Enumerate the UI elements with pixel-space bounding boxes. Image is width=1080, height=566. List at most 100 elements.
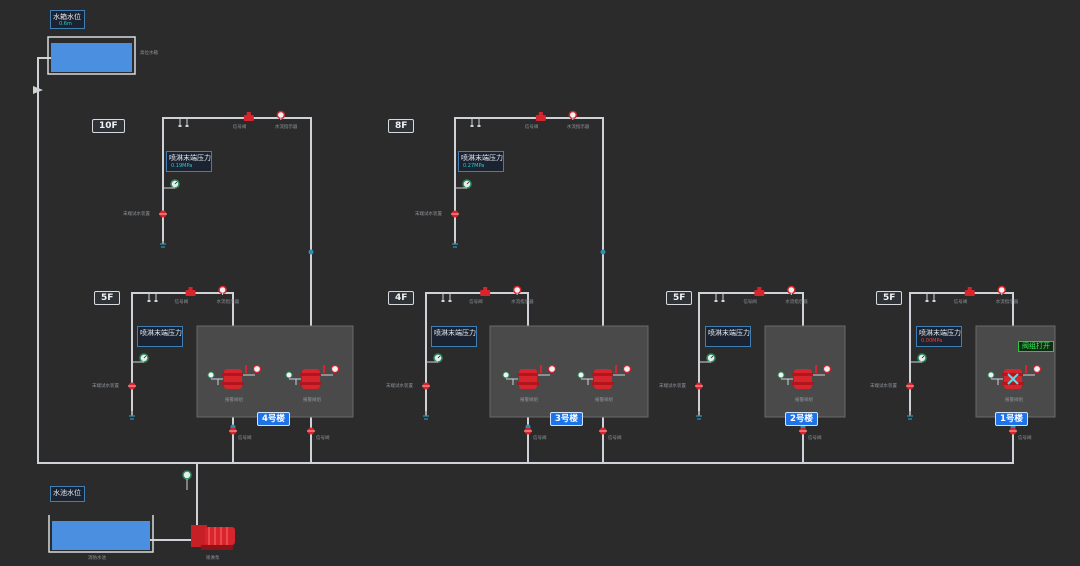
- flow-indicator-b4-5f[interactable]: [218, 285, 227, 296]
- end-test-valve-b2-5f[interactable]: [695, 382, 703, 390]
- end-test-valve-10f[interactable]: [159, 210, 167, 218]
- end-pressure-gauge-8f: [462, 179, 472, 189]
- sprinkler-head-b3-4f-b: [448, 294, 452, 302]
- alarm-valve-label-b2-a: 报警阀组: [795, 398, 813, 403]
- supply-signal-valve-b3-a[interactable]: [524, 427, 532, 435]
- signal-valve-8f[interactable]: [535, 112, 546, 121]
- building-badge-4[interactable]: 4号楼: [257, 412, 290, 426]
- signal-valve-label-b3-4f: 信号阀: [469, 300, 483, 305]
- pressure-title-10f: 喷淋末端压力: [169, 154, 211, 162]
- floor-tag-b1-5f: 5F: [876, 291, 903, 305]
- top-water-tank: [47, 36, 136, 75]
- bottom-water-pool: [48, 515, 154, 553]
- sprinkler-pump-icon[interactable]: [191, 525, 235, 550]
- sprinkler-head-b4-5f-a: [147, 294, 151, 302]
- flow-indicator-label-b1-5f: 水流指示器: [995, 300, 1019, 305]
- pressure-title-8f: 喷淋末端压力: [461, 154, 503, 162]
- drain-b4-5f: [129, 408, 135, 420]
- drain-8f: [452, 236, 458, 248]
- flow-indicator-label-b4-5f: 水流指示器: [216, 300, 240, 305]
- flow-indicator-b3-4f[interactable]: [512, 285, 522, 296]
- alarm-valve-b4-a[interactable]: [207, 364, 262, 389]
- pressure-value-8f: 0.27MPa: [463, 163, 485, 169]
- alarm-valve-b1-a[interactable]: [987, 364, 1042, 389]
- flow-indicator-8f[interactable]: [568, 110, 578, 121]
- flow-indicator-10f[interactable]: [276, 110, 286, 121]
- floor-tag-8f: 8F: [388, 119, 415, 133]
- end-pressure-gauge-b3-4f: [433, 353, 443, 363]
- pressure-title-b2-5f: 喷淋末端压力: [708, 329, 750, 337]
- top-tank-caption: 高位水箱: [140, 51, 158, 56]
- signal-valve-label-8f: 信号阀: [524, 125, 539, 130]
- supply-signal-valve-label-b2-a: 信号阀: [808, 436, 822, 441]
- signal-valve-10f[interactable]: [243, 112, 254, 121]
- flow-indicator-label-b3-4f: 水流指示器: [511, 300, 534, 305]
- supply-signal-valve-label-b1-a: 信号阀: [1018, 436, 1032, 441]
- sprinkler-head-8f-b: [477, 119, 481, 127]
- signal-valve-label-10f: 信号阀: [232, 125, 247, 130]
- bottom-tank-level-box: 水池水位: [50, 486, 85, 502]
- floor-tag-b3-4f: 4F: [388, 291, 415, 305]
- bottom-tank-caption: 消防水池: [88, 556, 106, 561]
- alarm-valve-b2-a[interactable]: [777, 364, 832, 389]
- pressure-title-b4-5f: 喷淋末端压力: [140, 329, 182, 337]
- building-badge-2[interactable]: 2号楼: [785, 412, 818, 426]
- check-valve-icon: [33, 86, 43, 94]
- supply-signal-valve-b4-b[interactable]: [307, 427, 315, 435]
- top-tank-level-box: 水箱水位 0.6m: [50, 10, 85, 29]
- end-test-valve-b4-5f[interactable]: [128, 382, 136, 390]
- sprinkler-head-10f-b: [185, 119, 189, 127]
- building-badge-3[interactable]: 3号楼: [550, 412, 583, 426]
- signal-valve-b1-5f[interactable]: [964, 287, 975, 296]
- supply-signal-valve-b4-a[interactable]: [229, 427, 237, 435]
- end-test-label-b1-5f: 末端试水装置: [870, 384, 897, 389]
- flow-indicator-label-10f: 水流指示器: [274, 125, 298, 130]
- supply-signal-valve-b1-a[interactable]: [1009, 427, 1017, 435]
- top-tank-level-value: 0.6m: [59, 21, 72, 27]
- signal-valve-b2-5f[interactable]: [754, 287, 765, 296]
- alarm-valve-label-b4-b: 报警阀组: [303, 398, 321, 403]
- signal-valve-label-b2-5f: 信号阀: [743, 300, 757, 305]
- valve-open-status-badge: 阀组打开: [1018, 341, 1054, 352]
- flow-indicator-b2-5f[interactable]: [787, 285, 796, 296]
- pressure-value-10f: 0.19MPa: [171, 163, 193, 169]
- alarm-valve-b3-b[interactable]: [577, 364, 632, 389]
- end-test-valve-b3-4f[interactable]: [422, 382, 430, 390]
- end-pressure-gauge-b2-5f: [706, 353, 716, 363]
- alarm-valve-b4-b[interactable]: [285, 364, 340, 389]
- building-badge-1[interactable]: 1号楼: [995, 412, 1028, 426]
- sprinkler-head-10f-a: [178, 119, 182, 127]
- floor-tag-10f: 10F: [92, 119, 125, 133]
- end-pressure-gauge-10f: [170, 179, 180, 189]
- sprinkler-head-b2-5f-a: [714, 294, 718, 302]
- end-test-valve-8f[interactable]: [451, 210, 459, 218]
- alarm-valve-label-b3-b: 报警阀组: [595, 398, 613, 403]
- supply-signal-valve-b3-b[interactable]: [599, 427, 607, 435]
- pressure-box-b1-5f: 喷淋末端压力 0.00MPa: [916, 326, 962, 347]
- riser-joint-10f: [308, 249, 314, 255]
- end-test-label-b4-5f: 末端试水装置: [92, 384, 119, 389]
- flow-indicator-b1-5f[interactable]: [997, 285, 1006, 296]
- top-tank-title: 水箱水位: [53, 13, 81, 21]
- alarm-valve-label-b1-a: 报警阀组: [1005, 398, 1023, 403]
- sprinkler-head-8f-a: [470, 119, 474, 127]
- end-test-valve-b1-5f[interactable]: [906, 382, 914, 390]
- supply-signal-valve-b2-a[interactable]: [799, 427, 807, 435]
- sprinkler-head-b1-5f-a: [925, 294, 929, 302]
- end-test-label-b3-4f: 末端试水装置: [386, 384, 413, 389]
- sprinkler-head-b4-5f-b: [154, 294, 158, 302]
- pump-pressure-gauge-icon: [182, 470, 192, 490]
- sprinkler-head-b2-5f-b: [721, 294, 725, 302]
- signal-valve-b4-5f[interactable]: [185, 287, 196, 296]
- pressure-value-b1-5f: 0.00MPa: [921, 338, 943, 344]
- riser-joint-8f: [600, 249, 606, 255]
- alarm-valve-b3-a[interactable]: [502, 364, 557, 389]
- end-pressure-gauge-b1-5f: [917, 353, 927, 363]
- building-3-panel: [489, 325, 649, 418]
- alarm-valve-label-b4-a: 报警阀组: [225, 398, 243, 403]
- floor-tag-b4-5f: 5F: [94, 291, 121, 305]
- pressure-box-b2-5f: 喷淋末端压力: [705, 326, 751, 347]
- drain-b1-5f: [907, 408, 913, 420]
- signal-valve-b3-4f[interactable]: [480, 287, 491, 296]
- drain-10f: [160, 236, 166, 248]
